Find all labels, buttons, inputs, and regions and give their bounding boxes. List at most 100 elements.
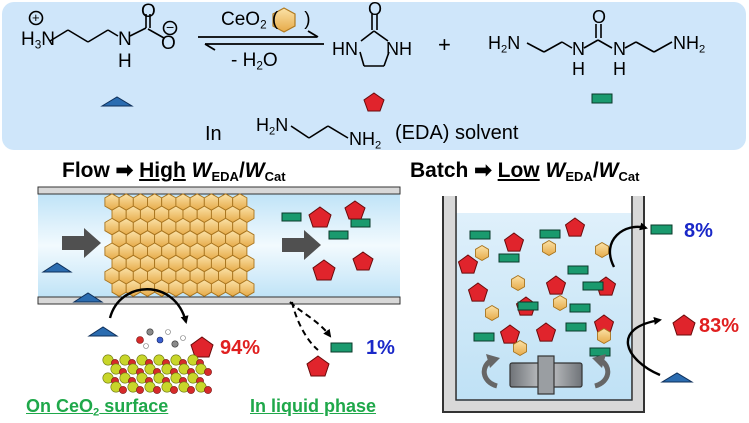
atom-icon: [170, 386, 178, 394]
flow-surface-percent: 94%: [220, 337, 261, 359]
product-urea: [526, 24, 673, 53]
batch-top-percent: 8%: [684, 220, 713, 242]
label-on-surface: On CeO2 surface: [26, 396, 169, 419]
hexagon-icon: [597, 327, 611, 345]
pentagon-icon: [499, 324, 521, 344]
rectangle-icon: [330, 342, 353, 353]
hexagon-icon: [239, 279, 255, 297]
hexagon-icon: [595, 241, 609, 259]
rectangle-icon: [328, 230, 349, 240]
solvent-eda: [290, 125, 349, 139]
product1-o: O: [368, 0, 383, 19]
beaker-wall-fill-left: [444, 196, 455, 411]
reactant-plus-charge: +: [32, 10, 40, 25]
rectangle-icon: [539, 229, 561, 239]
triangle-icon: [100, 96, 134, 107]
hexagon-icon: [511, 274, 525, 292]
catalyst-hexagon-icon: [272, 7, 296, 33]
hexagon-icon: [168, 279, 184, 297]
atom-icon: [180, 335, 186, 341]
atom-icon: [187, 386, 195, 394]
hexagon-icon: [485, 304, 499, 322]
pentagon-icon: [352, 251, 374, 271]
stir-rotation-right-head: [592, 354, 606, 368]
hexagon-icon: [542, 239, 556, 257]
ceo2-surface-model: [102, 328, 212, 394]
hexagon-icon: [196, 279, 212, 297]
product2-h2: H: [613, 59, 626, 79]
batch-title: Batch ➡ Low WEDA/WCat: [410, 159, 640, 184]
rectangle-icon: [567, 265, 589, 275]
atom-icon: [156, 336, 164, 344]
hexagon-icon: [210, 279, 227, 297]
reactant-h3n-label: H3N: [21, 29, 56, 52]
flow-arrow-left: [62, 228, 101, 258]
atom-icon: [136, 386, 144, 394]
beaker-wall-fill-bottom: [444, 401, 643, 411]
reactant-o-top: O: [141, 1, 156, 22]
batch-arrow-top: [608, 222, 648, 268]
product1-hn: HN: [332, 39, 358, 59]
flow-title: Flow ➡ High WEDA/WCat: [62, 159, 286, 184]
rectangle-icon: [498, 253, 520, 263]
rectangle-icon: [589, 347, 611, 357]
batch-arrow-bottom: [626, 317, 662, 377]
reactant-o-right: O: [161, 33, 176, 54]
rectangle-icon: [517, 301, 539, 311]
solvent-label: (EDA) solvent: [395, 122, 519, 144]
catalyst-label: CeO2 (): [221, 9, 311, 32]
stir-bar-center: [537, 355, 555, 395]
pentagon-icon: [363, 92, 385, 112]
solvent-nh2: NH2: [349, 129, 382, 152]
flow-tube-bottom-wall: [37, 296, 401, 305]
atom-icon: [165, 329, 171, 335]
liquid-phase-branch: [291, 301, 319, 351]
product2-h2n: H2N: [488, 33, 521, 56]
reactant-nh-n: N: [118, 29, 132, 50]
hexagon-icon: [513, 339, 527, 357]
equilibrium-arrows: [198, 30, 324, 51]
rectangle-icon: [473, 332, 495, 342]
solvent-in: In: [205, 123, 222, 145]
pentagon-icon: [672, 314, 696, 336]
hexagon-icon: [111, 279, 127, 297]
reaction-panel: [2, 2, 746, 150]
triangle-icon: [41, 262, 73, 273]
rectangle-icon: [591, 93, 613, 104]
surface-reaction-arrow: [108, 288, 189, 324]
atom-icon: [204, 386, 212, 394]
product2-o: O: [592, 7, 607, 27]
reaction-plus: +: [438, 32, 451, 57]
pentagon-icon: [190, 336, 214, 358]
product2-nh2: NH2: [673, 33, 706, 56]
atom-icon: [171, 340, 179, 348]
pentagon-icon: [535, 322, 557, 342]
pentagon-icon: [545, 275, 567, 295]
solvent-h2n: H2N: [256, 115, 289, 138]
triangle-icon: [72, 292, 104, 303]
product2-n2: N: [613, 39, 626, 59]
pentagon-icon: [308, 206, 332, 228]
hexagon-icon: [475, 244, 489, 262]
pentagon-icon: [503, 232, 525, 252]
atom-icon: [119, 386, 127, 394]
liquid-phase-arrow: [289, 301, 332, 338]
pentagon-icon: [344, 200, 366, 220]
pentagon-icon: [312, 259, 336, 281]
hexagon-icon: [182, 279, 198, 297]
flow-liquid-percent: 1%: [366, 337, 395, 359]
product1-nh: NH: [386, 39, 412, 59]
rectangle-icon: [650, 224, 673, 235]
rectangle-icon: [582, 281, 604, 291]
triangle-icon: [87, 326, 119, 337]
batch-bottom-percent: 83%: [699, 315, 740, 337]
flow-arrow-right: [282, 230, 321, 260]
rectangle-icon: [565, 322, 587, 332]
pentagon-icon: [467, 282, 489, 302]
batch-particles: [457, 217, 617, 357]
hexagon-icon: [553, 294, 567, 312]
label-liquid-phase: In liquid phase: [250, 396, 377, 416]
beaker-inner-wall: [455, 196, 633, 401]
beaker-wall: [442, 196, 645, 413]
